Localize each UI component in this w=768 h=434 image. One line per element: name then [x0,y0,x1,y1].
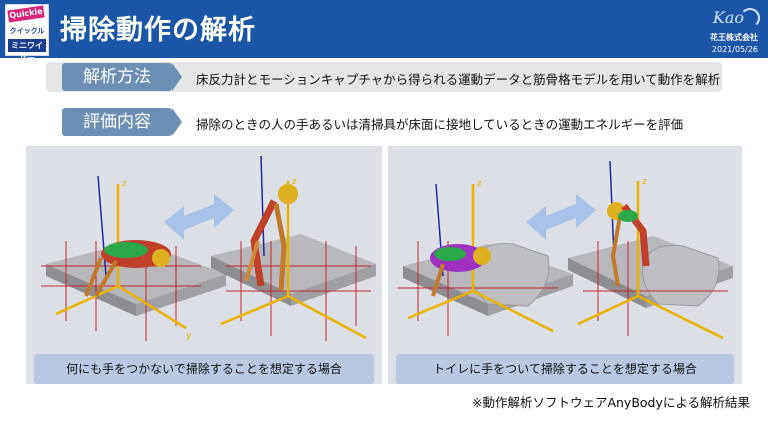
musculoskeletal-model-leaning [430,244,491,297]
double-arrow-icon [164,194,234,240]
caption-toilet-support: トイレに手をついて掃除することを想定する場合 [396,354,734,384]
evaluation-label: 評価内容 [62,108,172,136]
kao-moon-icon [740,8,760,28]
axis-z-label: z [122,179,127,189]
double-arrow-icon-2 [526,194,596,240]
musculoskeletal-model-crouching [84,240,171,297]
quickle-logo-bottom: ミニワイパー [8,39,46,63]
slide-date: 2021/05/26 [711,45,758,54]
evaluation-row: 評価内容 掃除のときの人の手あるいは清掃具が床面に接地しているときの運動エネルギ… [46,107,722,137]
quickle-logo-mid: クイックル [9,27,45,35]
method-row: 解析方法 床反力計とモーションキャプチャから得られる運動データと筋骨格モデルを用… [46,62,722,92]
method-text: 床反力計とモーションキャプチャから得られる運動データと筋骨格モデルを用いて動作を… [196,72,721,87]
footnote: ※動作解析ソフトウェアAnyBodyによる解析結果 [471,395,750,410]
method-arrow-icon [172,63,182,91]
kao-brand: Kao 花王株式会社 2021/05/26 [652,4,762,56]
evaluation-arrow-icon [172,108,182,136]
musculoskeletal-model-standing [244,184,298,292]
kao-logo: Kao [712,8,744,27]
axis-z-label-2: z [292,177,297,187]
page-title: 掃除動作の解析 [60,15,256,46]
quickle-logo: Quickle クイックル ミニワイパー [5,4,49,63]
caption-no-support: 何にも手をつかないで掃除することを想定する場合 [34,354,374,384]
header-bar: Quickle クイックル ミニワイパー 掃除動作の解析 Kao 花王株式会社 … [0,0,768,63]
axis-y-label: y [186,331,192,341]
company-name: 花王株式会社 [710,33,758,42]
panel-no-support: z y z 何にも手をつかないで掃除することを想定する場合 [26,146,382,384]
simulation-image-no-support: z y z [41,155,376,341]
simulation-image-toilet-support: z z [398,160,733,340]
axis-z-label-3: z [477,179,482,189]
method-label: 解析方法 [62,63,172,91]
axis-z-label-4: z [642,177,647,187]
panel-toilet-support: z z トイレに手をついて掃除することを想定する場合 [388,146,742,384]
quickle-logo-top: Quickle [7,5,45,23]
musculoskeletal-model-hands-on-toilet [607,202,650,287]
evaluation-text: 掃除のときの人の手あるいは清掃具が床面に接地しているときの運動エネルギーを評価 [196,117,684,132]
